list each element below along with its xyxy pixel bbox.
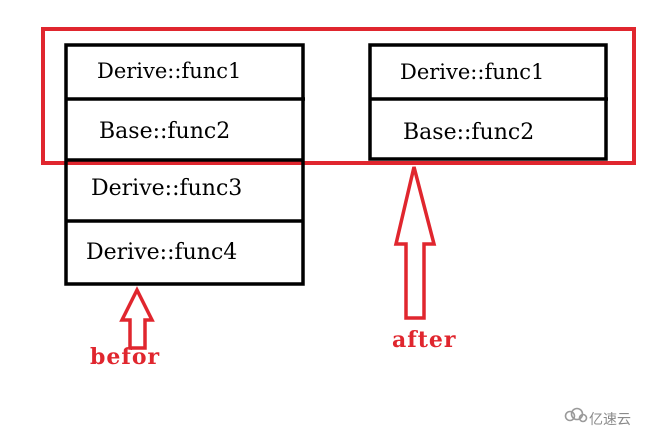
before-table-frame xyxy=(64,43,305,286)
before-cell-4: Derive::func4 xyxy=(86,240,237,265)
after-table: Derive::func1 Base::func2 xyxy=(368,43,608,161)
watermark-text: 亿速云 xyxy=(589,412,631,428)
after-up-arrow-icon xyxy=(393,166,437,320)
after-cell-2: Base::func2 xyxy=(403,120,534,145)
before-table: Derive::func1 Base::func2 Derive::func3 … xyxy=(64,43,305,286)
after-table-frame xyxy=(368,43,608,161)
highlight-box xyxy=(41,27,636,165)
before-cell-1: Derive::func1 xyxy=(97,59,241,83)
before-up-arrow-icon xyxy=(119,286,155,350)
watermark: 亿速云 xyxy=(564,407,631,428)
after-cell-1: Derive::func1 xyxy=(400,60,544,84)
after-label: after xyxy=(392,327,456,353)
before-label: befor xyxy=(90,344,160,370)
before-cell-3: Derive::func3 xyxy=(91,176,242,201)
before-cell-2: Base::func2 xyxy=(99,119,230,144)
cloud-logo-icon xyxy=(564,407,588,423)
